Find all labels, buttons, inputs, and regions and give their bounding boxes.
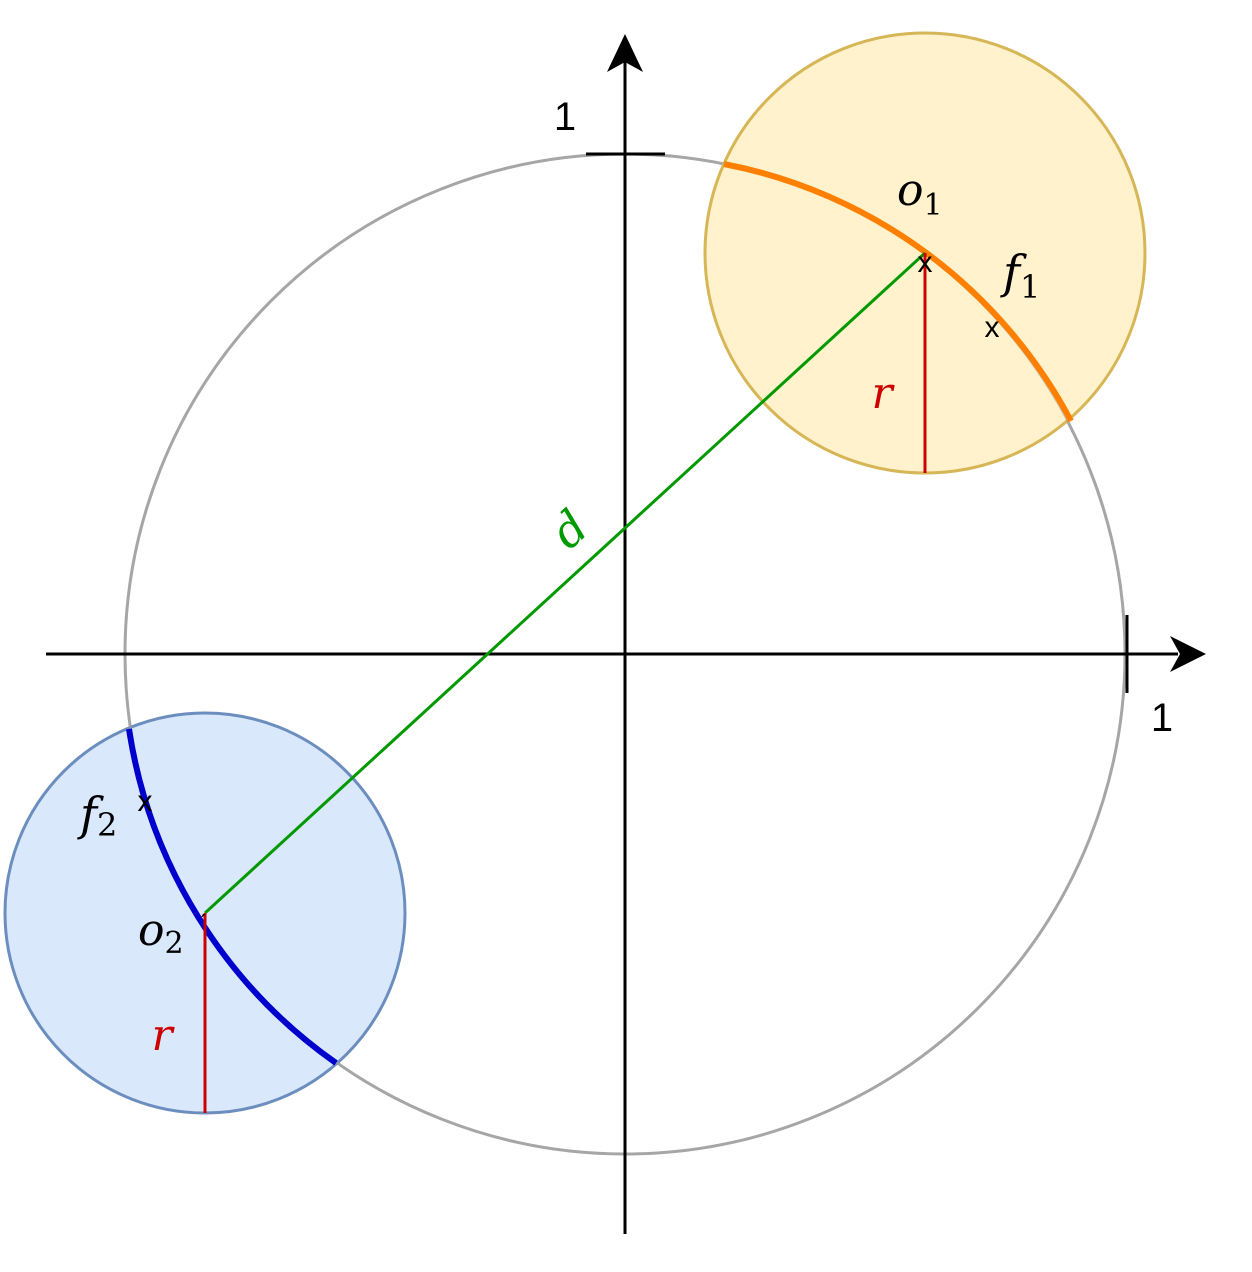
label-f1-sub: 1 [1020,268,1040,306]
distance-line-d [203,251,927,915]
label-o2: o2 [138,905,184,961]
marker-o1: x [918,246,933,279]
label-radius-o1: r [871,368,895,419]
label-f1: f1 [1000,245,1040,306]
marker-f2: x [138,785,153,818]
arc-in-circle-o2 [126,728,338,1066]
x-tick-label: 1 [1151,696,1173,740]
label-f2-sub: 2 [97,806,117,844]
label-o1-sub: 1 [924,188,943,223]
y-axis-arrowhead [607,34,643,72]
label-distance-d: d [540,499,598,559]
label-o2-sub: 2 [165,926,184,961]
y-tick-label: 1 [554,95,576,139]
label-o1: o1 [897,165,943,223]
marker-f1: x [985,311,1000,344]
label-radius-o2: r [151,1010,175,1061]
arc-in-circle-o1 [723,161,1074,423]
label-o1-base: o [897,165,924,216]
x-axis-arrowhead [1170,636,1206,672]
label-o2-base: o [138,905,165,956]
marker-o2: ˊ [199,910,206,935]
